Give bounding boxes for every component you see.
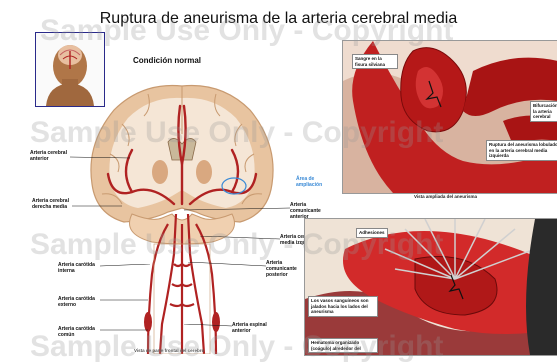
adhesions-illustration — [305, 219, 557, 355]
label-hematoma: Hematoma organizado (coágulo) alrededor … — [308, 338, 378, 353]
page-title: Ruptura de aneurisma de la arteria cereb… — [0, 10, 557, 28]
brain-bottom-caption: Vista de parte frontal del cerebro — [134, 348, 204, 353]
adhesions-panel — [304, 218, 557, 356]
label-vasos-jalados: Los vasos sanguíneos son jalados hacia l… — [308, 296, 378, 317]
top-panel-caption: Vista ampliada del aneurisma — [414, 194, 477, 199]
label-area-ampliacion: Área de ampliación — [296, 176, 330, 188]
label-bifurcacion: Bifurcación de la arteria cerebral — [530, 101, 557, 122]
label-comunicante-posterior: Arteria comunicante posterior — [266, 260, 304, 278]
label-carotida-interna: Arteria carótida interna — [58, 262, 102, 274]
label-espinal-anterior: Arteria espinal anterior — [232, 322, 272, 334]
label-sangre-fisura: Sangre en la fisura silviana — [352, 54, 398, 69]
label-adhesiones: Adhesiones — [356, 228, 388, 238]
label-carotida-comun: Arteria carótida común — [58, 326, 102, 338]
label-carotida-externo: Arteria carótida externo — [58, 296, 102, 308]
label-ruptura-aneurisma: Ruptura del aneurisma lobulado en la art… — [486, 140, 557, 161]
